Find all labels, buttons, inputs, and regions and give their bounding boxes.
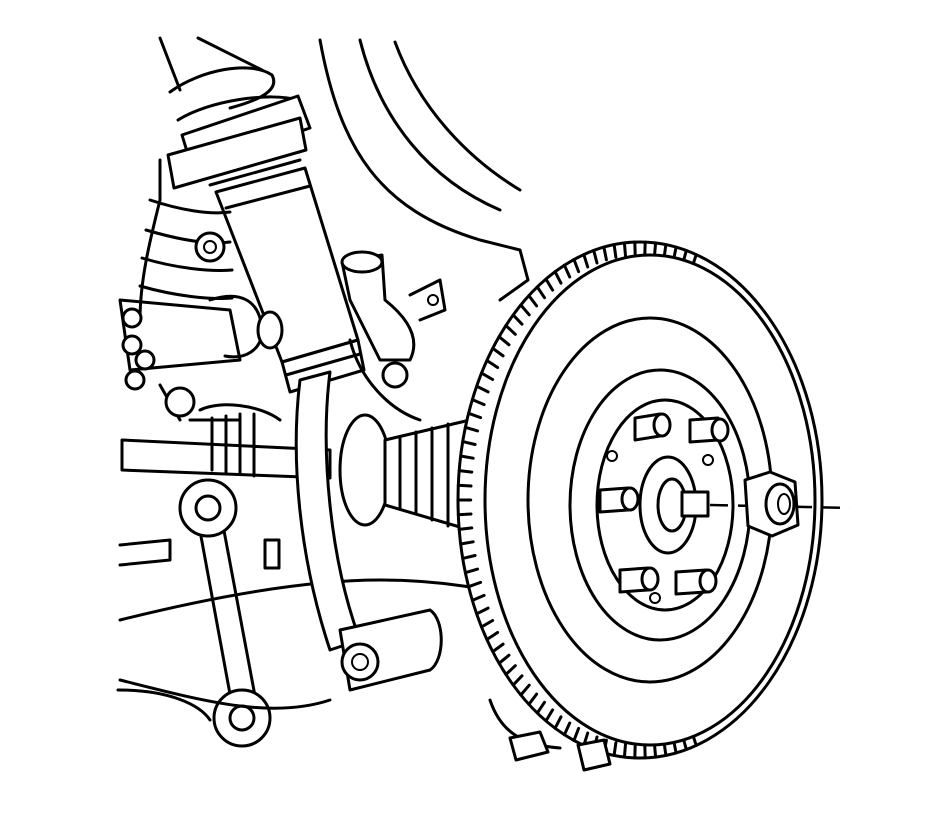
tone-ring-tooth <box>614 743 616 756</box>
drive-axle-boot <box>340 415 470 530</box>
tone-ring-tooth <box>459 528 472 530</box>
tone-ring-tooth <box>614 245 616 258</box>
tone-ring-tooth <box>458 485 471 486</box>
tone-ring-tooth <box>458 514 471 515</box>
tone-ring-tooth <box>624 744 625 757</box>
tone-ring-tooth <box>624 243 625 256</box>
tone-ring-tooth <box>459 471 472 473</box>
